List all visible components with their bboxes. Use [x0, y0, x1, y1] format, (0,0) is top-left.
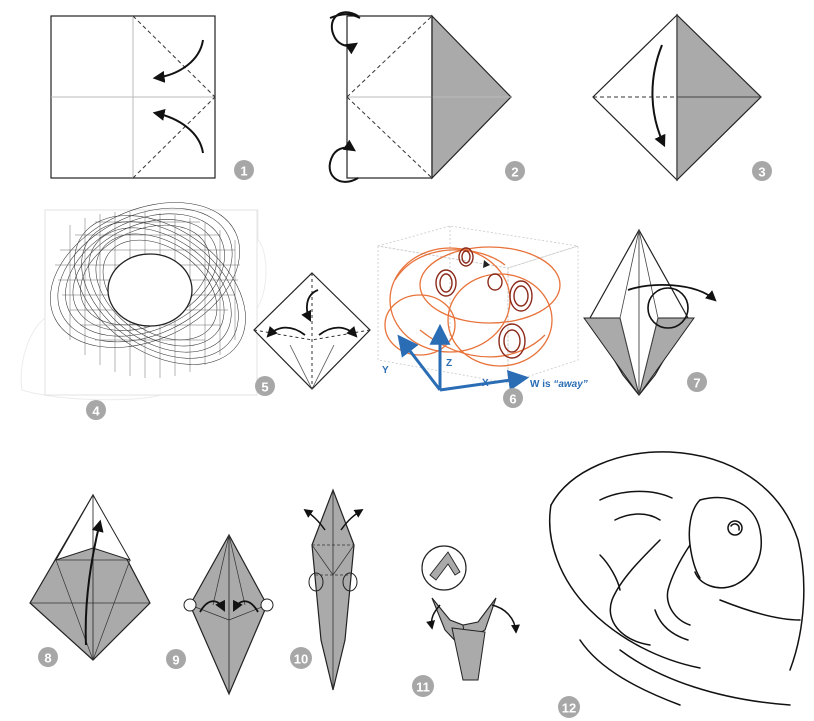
step-6-badge: 6: [503, 388, 523, 408]
step-10-badge: 10: [290, 647, 312, 669]
axis-label-y: Y: [382, 365, 389, 376]
step-2-badge: 2: [505, 161, 525, 181]
step-4-badge: 4: [86, 400, 106, 420]
axis-label-x: X: [482, 378, 489, 389]
step-2-figure: [330, 12, 511, 182]
step-1-figure: [51, 16, 215, 178]
step-8-badge: 8: [38, 647, 58, 667]
step-3-badge: 3: [752, 161, 772, 181]
step-8-figure: [30, 495, 150, 660]
step-6-figure: [378, 226, 578, 390]
step-6-number: 6: [509, 392, 516, 407]
w-away-note: W is “away”: [530, 379, 588, 390]
step-9-badge: 9: [166, 649, 186, 669]
step-12-badge: 12: [558, 696, 580, 718]
step-12-figure: [550, 452, 804, 705]
step-9-number: 9: [172, 653, 179, 668]
step-3-figure: [593, 15, 761, 180]
step-5-badge: 5: [255, 376, 275, 396]
step-12-number: 12: [562, 701, 576, 716]
step-8-number: 8: [44, 651, 51, 666]
step-7-badge: 7: [687, 372, 707, 392]
step-7-number: 7: [693, 376, 700, 391]
step-7-figure: [584, 230, 715, 395]
step-4-figure: [21, 174, 273, 400]
step-3-number: 3: [758, 165, 765, 180]
step-1-badge: 1: [234, 160, 254, 180]
axis-label-z: Z: [446, 358, 452, 369]
step-5-figure: [254, 273, 370, 389]
step-4-number: 4: [92, 404, 100, 419]
step-10-number: 10: [294, 652, 308, 667]
step-5-number: 5: [261, 380, 268, 395]
step-11-number: 11: [416, 680, 430, 695]
step-1-number: 1: [240, 164, 247, 179]
w-note-prefix: W is: [530, 379, 553, 390]
step-2-number: 2: [511, 165, 518, 180]
step-10-figure: [305, 490, 362, 690]
step-9-figure: [184, 535, 273, 694]
step-11-badge: 11: [412, 675, 434, 697]
step-11-figure: [422, 546, 516, 680]
w-note-emphasis: “away”: [553, 379, 587, 390]
